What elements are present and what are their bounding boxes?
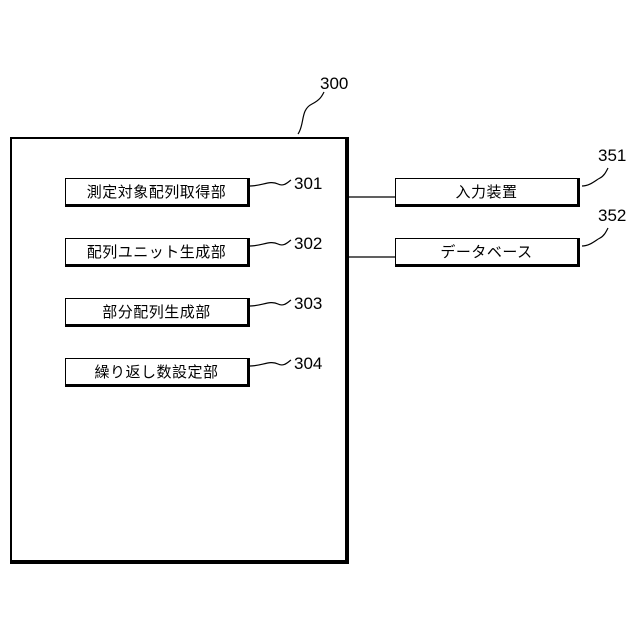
ref-351: 351 [598,146,626,166]
ref-302: 302 [294,234,322,254]
ref-301: 301 [294,174,322,194]
leader-352 [582,228,608,246]
input-device-box: 入力装置 [395,178,580,207]
leader-351 [582,168,608,186]
unit-label: 入力装置 [455,181,517,202]
unit-label: 繰り返し数設定部 [94,361,218,382]
unit-label: 部分配列生成部 [102,301,211,322]
unit-measurement-sequence-acquisition: 測定対象配列取得部 [65,178,250,207]
ref-304: 304 [294,354,322,374]
unit-label: 測定対象配列取得部 [87,181,227,202]
database-box: データベース [395,238,580,267]
ref-300: 300 [320,74,348,94]
ref-303: 303 [294,294,322,314]
unit-label: 配列ユニット生成部 [87,241,227,262]
unit-sequence-unit-generation: 配列ユニット生成部 [65,238,250,267]
leader-300 [298,92,324,134]
unit-label: データベース [440,241,532,262]
unit-partial-sequence-generation: 部分配列生成部 [65,298,250,327]
ref-352: 352 [598,206,626,226]
unit-repeat-count-setting: 繰り返し数設定部 [65,358,250,387]
